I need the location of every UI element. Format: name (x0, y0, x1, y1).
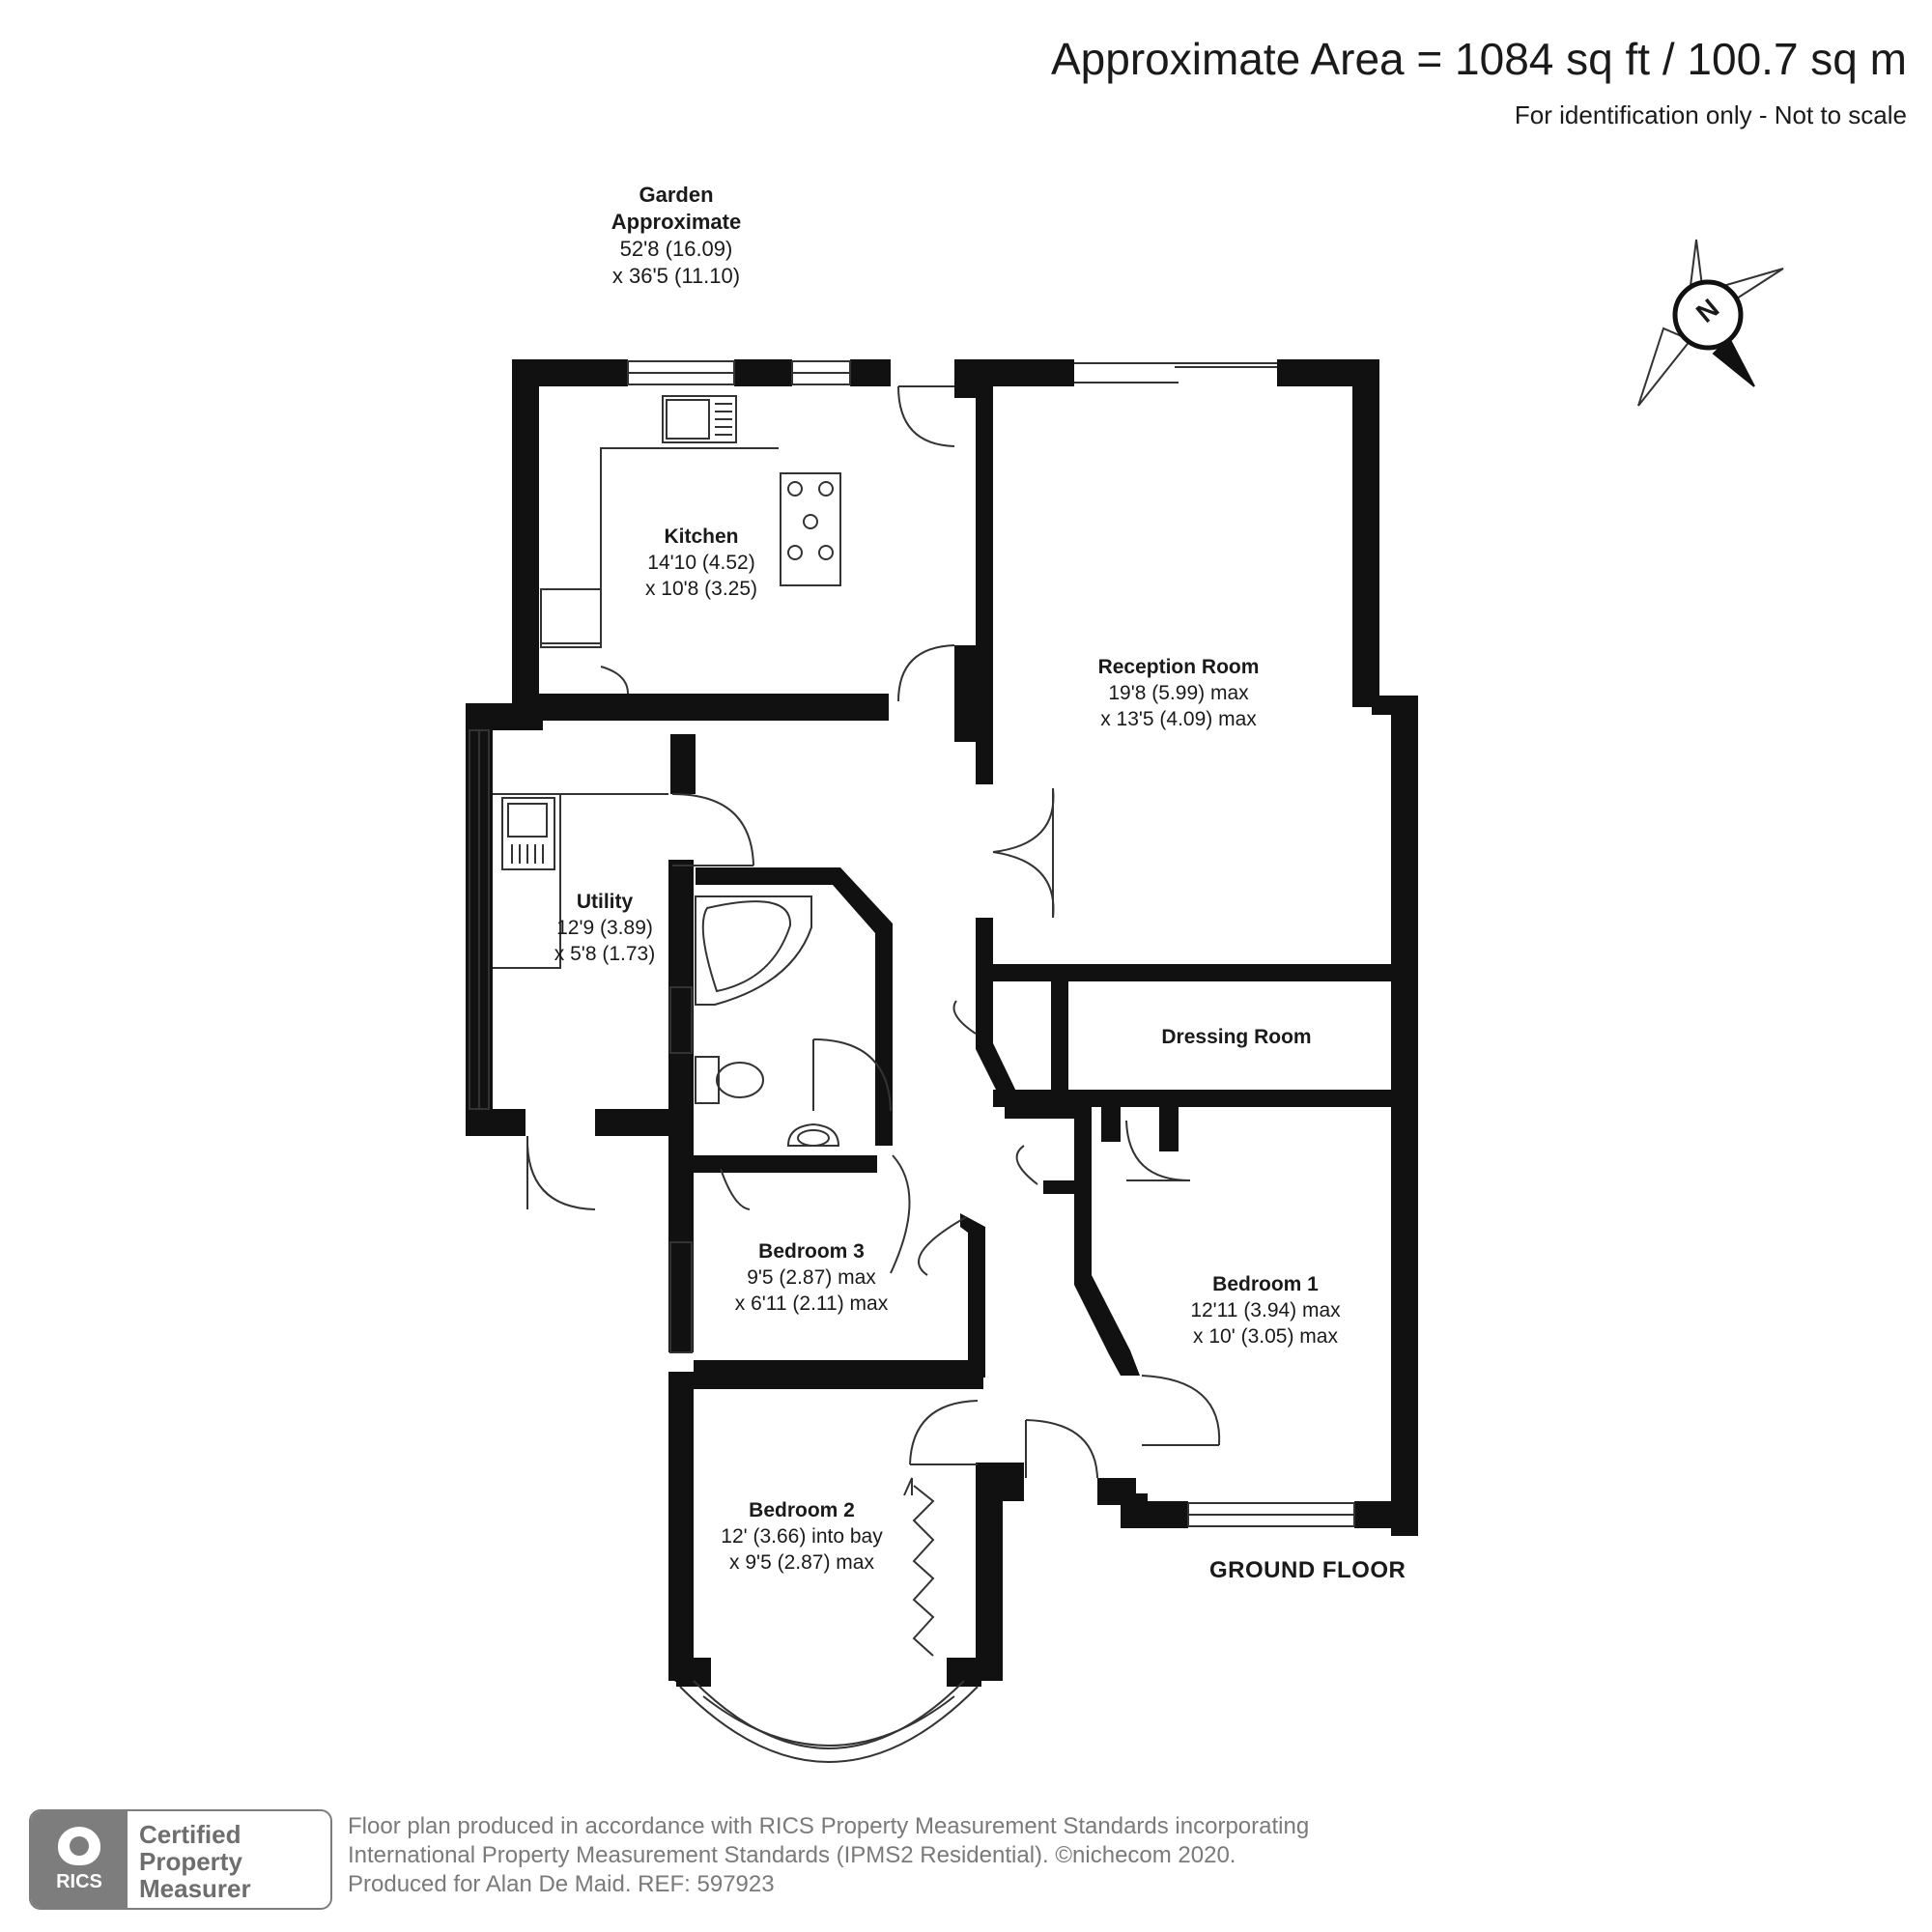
footer-text: Floor plan produced in accordance with R… (348, 1812, 1309, 1899)
room-kitchen-dim-1: 14'10 (4.52) (647, 552, 755, 574)
room-reception-dim-1: 19'8 (5.99) max (1108, 682, 1249, 704)
room-bedroom-1-dim-1: 12'11 (3.94) max (1190, 1299, 1341, 1321)
room-bedroom-2-name: Bedroom 2 (749, 1499, 855, 1521)
floor-label: GROUND FLOOR (1209, 1557, 1406, 1583)
footer-line-2: International Property Measurement Stand… (348, 1842, 1236, 1868)
room-bedroom-2: Bedroom 2 12' (3.66) into bay x 9'5 (2.8… (686, 1497, 918, 1576)
rics-logo-text: RICS (56, 1870, 102, 1892)
room-dressing-name: Dressing Room (1161, 1026, 1312, 1048)
room-bedroom-1-dim-2: x 10' (3.05) max (1193, 1325, 1338, 1348)
room-bedroom-2-dim-1: 12' (3.66) into bay (721, 1525, 883, 1548)
garden-dim-1: 52'8 (16.09) (619, 237, 733, 261)
rics-line-3: Measurer (139, 1874, 251, 1903)
rics-badge-text: Certified Property Measurer (128, 1811, 330, 1908)
room-kitchen-name: Kitchen (664, 526, 739, 548)
room-utility-dim-2: x 5'8 (1.73) (554, 943, 656, 965)
footer-line-1: Floor plan produced in accordance with R… (348, 1813, 1310, 1839)
garden-subtitle: Approximate (611, 210, 742, 234)
room-reception-dim-2: x 13'5 (4.09) max (1100, 708, 1257, 730)
room-kitchen: Kitchen 14'10 (4.52) x 10'8 (3.25) (605, 524, 798, 602)
room-bedroom-3-dim-1: 9'5 (2.87) max (747, 1266, 876, 1289)
rics-logo: RICS (31, 1811, 128, 1908)
footer-line-3: Produced for Alan De Maid. REF: 597923 (348, 1871, 775, 1897)
approximate-area: Approximate Area = 1084 sq ft / 100.7 sq… (1050, 34, 1907, 84)
windows-and-fixtures (469, 360, 1355, 1763)
garden-title: Garden (639, 183, 714, 207)
room-bedroom-2-dim-2: x 9'5 (2.87) max (729, 1551, 874, 1574)
rics-line-2: Property (139, 1847, 242, 1876)
rics-badge: RICS Certified Property Measurer (29, 1809, 332, 1910)
garden-label: Garden Approximate 52'8 (16.09) x 36'5 (… (541, 182, 811, 290)
room-dressing: Dressing Room (1121, 1024, 1352, 1050)
rics-line-1: Certified (139, 1820, 242, 1849)
room-bedroom-1-name: Bedroom 1 (1212, 1273, 1319, 1295)
room-bedroom-3-dim-2: x 6'11 (2.11) max (734, 1293, 889, 1315)
room-bedroom-1: Bedroom 1 12'11 (3.94) max x 10' (3.05) … (1150, 1271, 1381, 1350)
garden-dim-2: x 36'5 (11.10) (611, 264, 741, 288)
compass-rose (1637, 239, 1784, 407)
room-reception: Reception Room 19'8 (5.99) max x 13'5 (4… (1063, 654, 1294, 732)
room-bedroom-3-name: Bedroom 3 (758, 1240, 865, 1263)
room-utility-dim-1: 12'9 (3.89) (556, 917, 653, 939)
room-kitchen-dim-2: x 10'8 (3.25) (644, 578, 758, 600)
lion-icon (58, 1826, 100, 1865)
room-utility: Utility 12'9 (3.89) x 5'8 (1.73) (541, 889, 668, 967)
room-utility-name: Utility (576, 891, 634, 913)
room-bedroom-3: Bedroom 3 9'5 (2.87) max x 6'11 (2.11) m… (705, 1238, 918, 1317)
scale-disclaimer: For identification only - Not to scale (1514, 100, 1907, 129)
room-reception-name: Reception Room (1097, 656, 1260, 678)
